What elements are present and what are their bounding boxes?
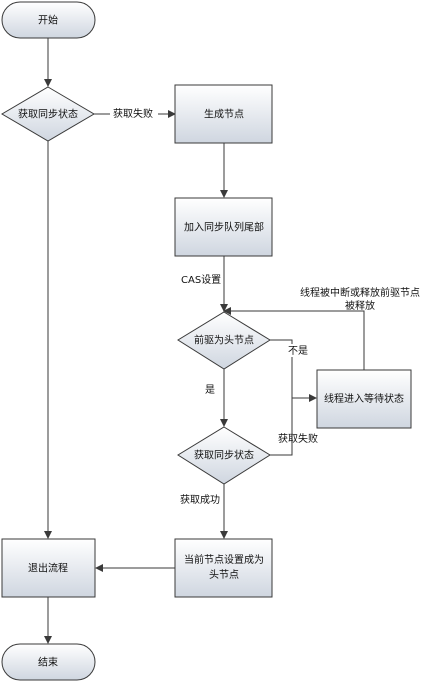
node-pred-is-head: 前驱为头节点 xyxy=(177,311,271,370)
edge-label-acquire-success: 获取成功 xyxy=(180,494,220,506)
node-enqueue-tail-label: 加入同步队列尾部 xyxy=(184,221,264,234)
node-thread-wait-label: 线程进入等待状态 xyxy=(324,392,404,405)
edge-label-interrupt-line2: 被释放 xyxy=(345,299,375,312)
node-set-head-label-line1: 当前节点设置成为 xyxy=(184,553,264,566)
edge-label-no: 不是 xyxy=(288,345,308,357)
node-exit-flow: 退出流程 xyxy=(1,538,96,598)
node-set-head: 当前节点设置成为 头节点 xyxy=(174,538,273,598)
node-set-head-label-line2: 头节点 xyxy=(209,569,239,581)
node-thread-wait: 线程进入等待状态 xyxy=(316,369,412,429)
edge-get-state-fail-to-wait xyxy=(270,398,293,456)
node-get-state-1: 获取同步状态 xyxy=(1,86,95,142)
node-get-state-1-label: 获取同步状态 xyxy=(18,108,78,121)
node-end: 结束 xyxy=(1,643,96,681)
node-end-label: 结束 xyxy=(38,656,58,669)
edges xyxy=(44,38,365,644)
node-get-state-2: 获取同步状态 xyxy=(177,426,271,485)
node-start-label: 开始 xyxy=(38,14,58,27)
edge-label-acquire-fail-1: 获取失败 xyxy=(113,107,153,120)
edge-pred-head-no-to-wait xyxy=(270,339,317,402)
edge-labels: 获取失败 CAS设置 线程被中断或释放前驱节点 被释放 不是 是 获取失败 获取… xyxy=(110,106,420,506)
node-get-state-2-label: 获取同步状态 xyxy=(194,449,254,462)
edge-label-interrupt-line1: 线程被中断或释放前驱节点 xyxy=(300,286,420,299)
edge-label-acquire-fail-2: 获取失败 xyxy=(278,432,318,445)
node-start: 开始 xyxy=(1,1,96,39)
node-enqueue-tail: 加入同步队列尾部 xyxy=(174,197,273,257)
node-pred-is-head-label: 前驱为头节点 xyxy=(194,334,254,347)
edge-wait-back-to-loop xyxy=(223,307,365,370)
edge-label-yes: 是 xyxy=(205,384,215,396)
edge-label-cas-set: CAS设置 xyxy=(181,274,221,286)
node-exit-flow-label: 退出流程 xyxy=(28,562,68,575)
node-create-node-label: 生成节点 xyxy=(204,108,244,121)
node-create-node: 生成节点 xyxy=(174,84,273,144)
